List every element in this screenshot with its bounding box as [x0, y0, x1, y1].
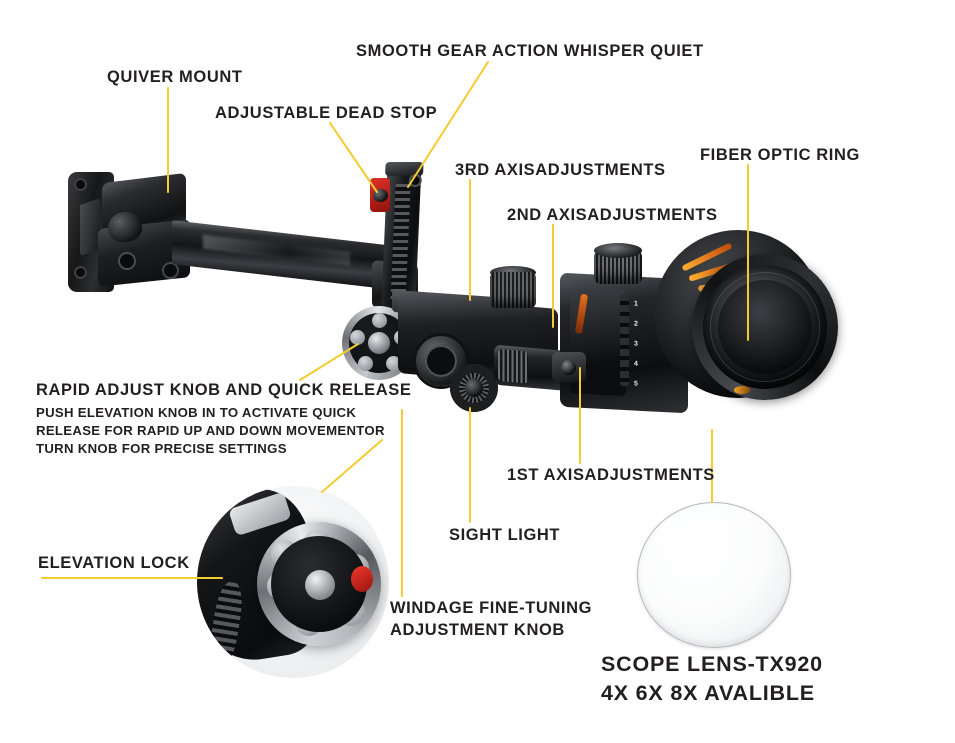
carbon-fiber-bar	[172, 220, 394, 290]
callout-windage-line-1: WINDAGE FINE-TUNING	[390, 599, 593, 617]
second-axis-knurled-knob	[594, 243, 642, 284]
scope-lens-magnification: 4X 6X 8X AVALIBLE	[601, 681, 815, 706]
callout-quiver-mount: QUIVER MOUNT	[107, 68, 243, 86]
callout-windage-line-2: ADJUSTMENT KNOB	[390, 621, 565, 640]
callout-fiber-optic-ring: FIBER OPTIC RING	[700, 146, 860, 164]
callout-second-axis: 2ND AXISADJUSTMENTS	[507, 206, 718, 224]
adjustable-dead-stop-part	[370, 178, 390, 212]
rapid-adjust-line-1: PUSH ELEVATION KNOB IN TO ACTIVATE QUICK	[36, 405, 357, 421]
windage-block: WINDAGE FINE-TUNING ADJUSTMENT KNOB	[390, 597, 592, 642]
rapid-adjust-line-3: TURN KNOB FOR PRECISE SETTINGS	[36, 440, 287, 456]
callout-adjustable-dead-stop: ADJUSTABLE DEAD STOP	[215, 104, 438, 122]
scale-number-1: 1	[634, 300, 638, 308]
scope-lens-model: SCOPE LENS-TX920	[601, 652, 823, 676]
callout-smooth-gear-action: SMOOTH GEAR ACTION WHISPER QUIET	[356, 42, 704, 60]
scale-number-2: 2	[634, 320, 638, 328]
callout-first-axis: 1ST AXISADJUSTMENTS	[507, 466, 715, 484]
callout-third-axis: 3RD AXISADJUSTMENTS	[455, 161, 666, 179]
first-axis-screw	[552, 352, 586, 382]
callout-elevation-lock: ELEVATION LOCK	[38, 554, 190, 572]
fiber-optic-ring-scope	[648, 228, 838, 418]
callout-sight-light: SIGHT LIGHT	[449, 526, 561, 544]
quiver-mount-bracket	[68, 168, 190, 296]
scale-number-5: 5	[634, 380, 638, 388]
rapid-adjust-heading: RAPID ADJUST KNOB AND QUICK RELEASE	[36, 381, 412, 399]
rapid-adjust-block: RAPID ADJUST KNOB AND QUICK RELEASE PUSH…	[36, 379, 411, 458]
scale-number-3: 3	[634, 340, 638, 348]
gear-housing-assembly	[392, 266, 574, 412]
rapid-adjust-line-2: RELEASE FOR RAPID UP AND DOWN MOVEMENTOR	[36, 423, 385, 439]
scale-number-4: 4	[634, 360, 638, 368]
scope-lens-disc	[637, 502, 791, 648]
scope-lens-caption: SCOPE LENS-TX920 4X 6X 8X AVALIBLE	[601, 650, 823, 708]
elevation-lock-magnified-inset	[197, 486, 389, 678]
